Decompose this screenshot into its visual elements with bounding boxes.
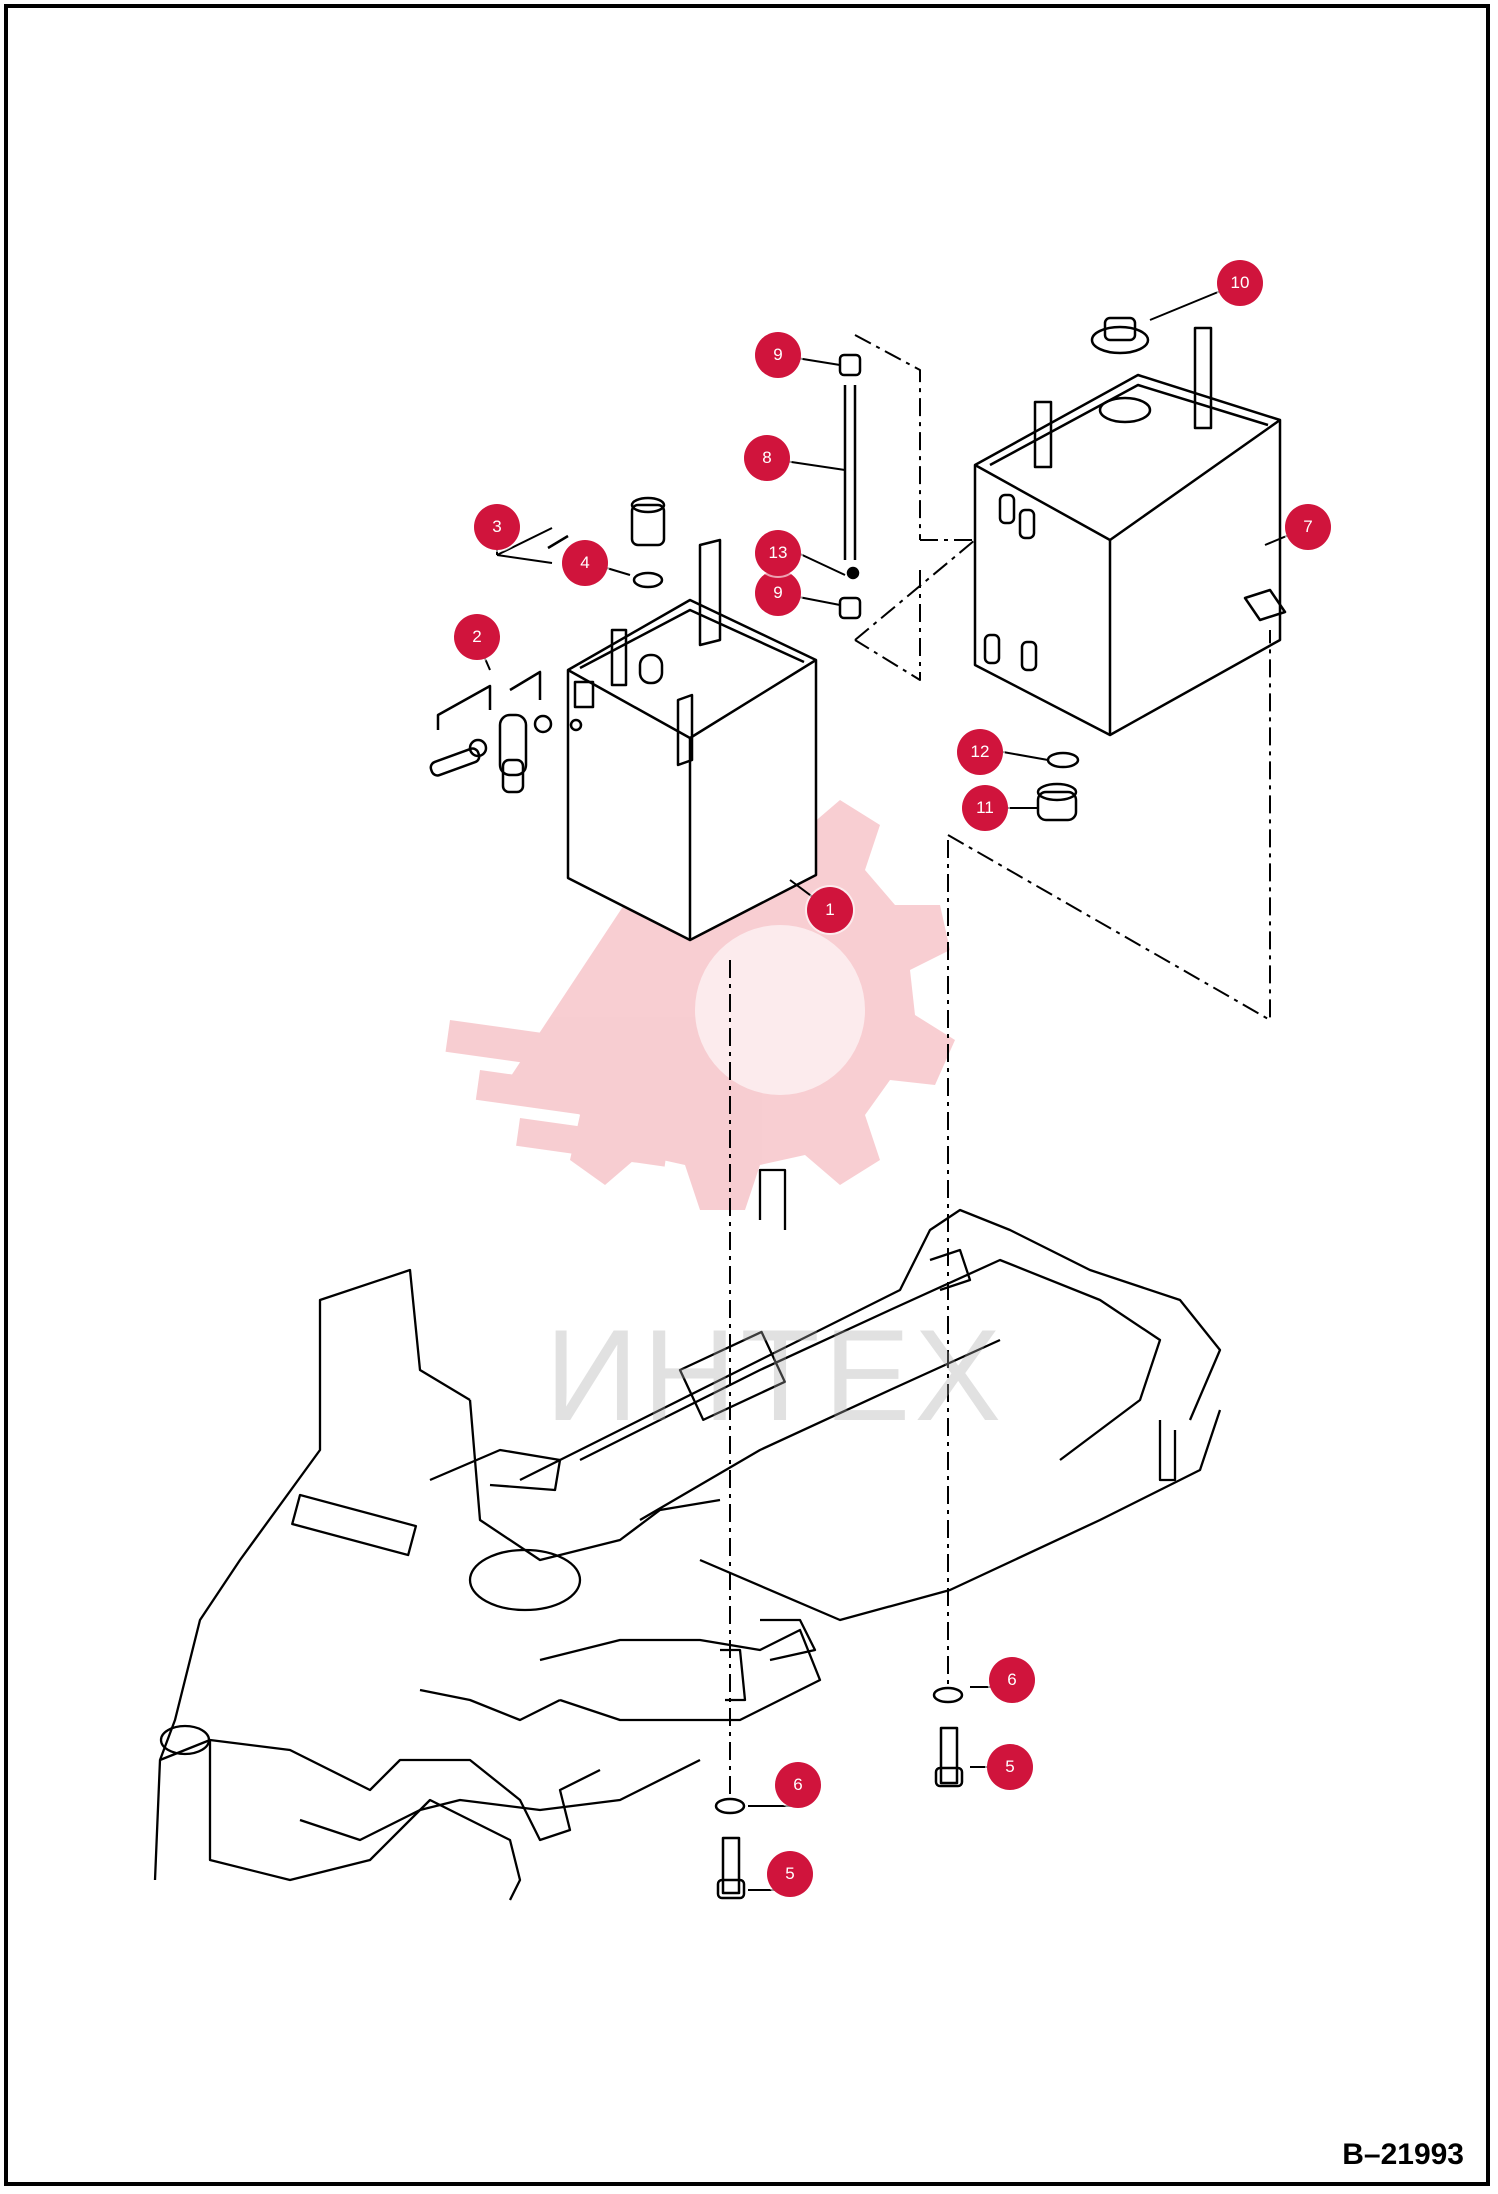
callout-11[interactable]: 11 xyxy=(962,785,1008,831)
bolt-left xyxy=(714,1797,746,1900)
bolt-right xyxy=(932,1686,964,1788)
watermark-logo-center xyxy=(695,925,865,1095)
callout-9-bottom[interactable]: 9 xyxy=(755,570,801,616)
reservoir-tank xyxy=(973,316,1287,822)
callout-5-left[interactable]: 5 xyxy=(767,1851,813,1897)
callout-4[interactable]: 4 xyxy=(562,540,608,586)
callout-12[interactable]: 12 xyxy=(957,729,1003,775)
callout-3[interactable]: 3 xyxy=(474,504,520,550)
drawing-reference-number: B–21993 xyxy=(1342,2138,1464,2171)
cable-clamp xyxy=(429,670,553,794)
chassis-frame xyxy=(153,1168,1222,1901)
callout-7[interactable]: 7 xyxy=(1285,504,1331,550)
callout-13[interactable]: 13 xyxy=(755,530,801,576)
callout-10[interactable]: 10 xyxy=(1217,260,1263,306)
callout-8[interactable]: 8 xyxy=(744,435,790,481)
callout-6-left[interactable]: 6 xyxy=(775,1762,821,1808)
callout-5-right[interactable]: 5 xyxy=(987,1744,1033,1790)
callout-6-right[interactable]: 6 xyxy=(989,1657,1035,1703)
hold-down-rod xyxy=(838,353,862,620)
callout-9-top[interactable]: 9 xyxy=(755,332,801,378)
callout-2[interactable]: 2 xyxy=(454,614,500,660)
battery xyxy=(566,538,818,942)
phantom-lines xyxy=(729,334,1271,1800)
battery-cap xyxy=(547,496,666,589)
watermark-text: ИНТЕХ xyxy=(545,1302,1006,1448)
drawing-frame xyxy=(4,4,1490,2186)
callout-1[interactable]: 1 xyxy=(807,887,853,933)
